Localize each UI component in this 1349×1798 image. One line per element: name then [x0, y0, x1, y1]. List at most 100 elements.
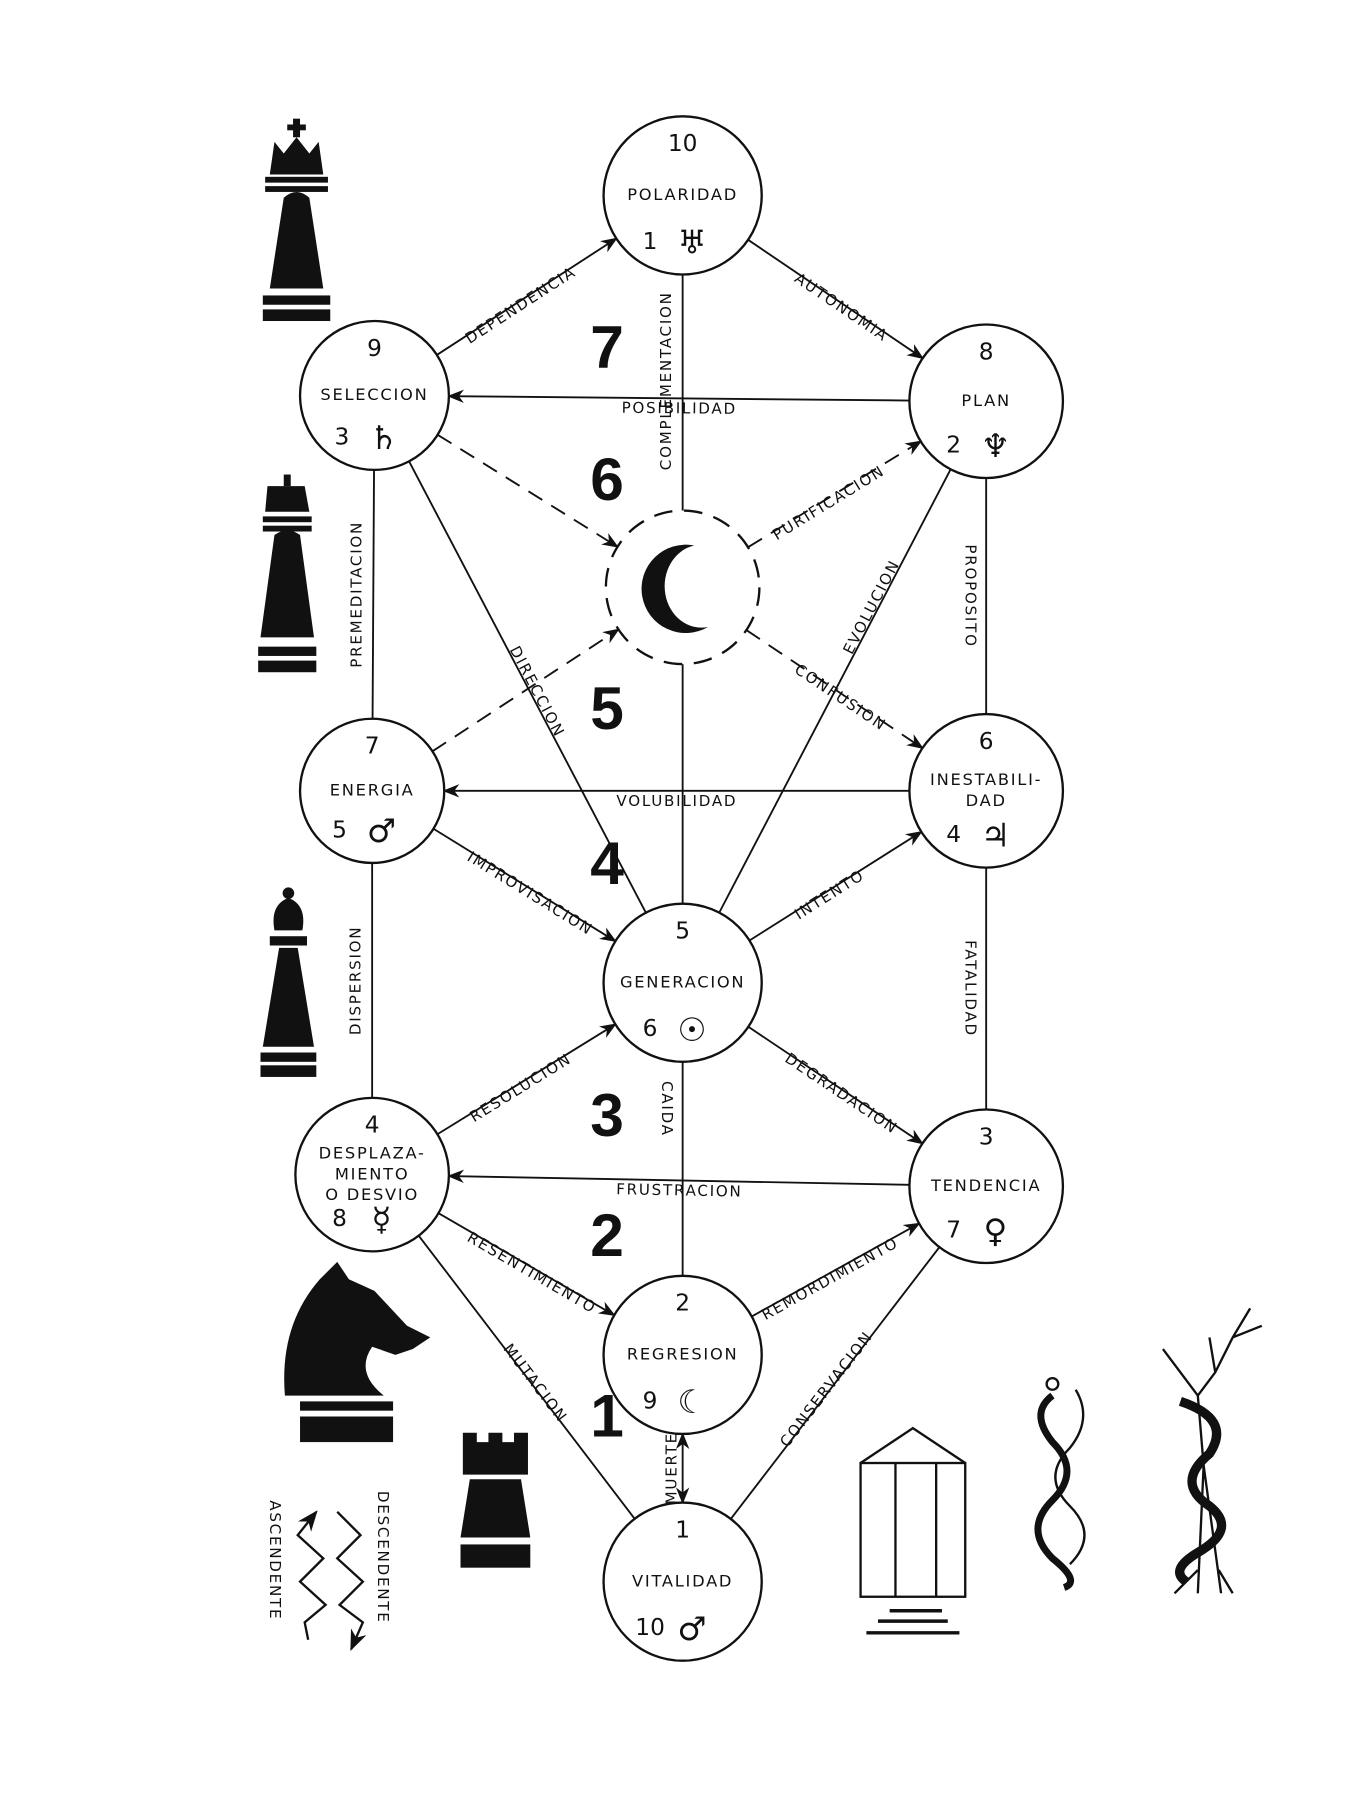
node-circle [602, 1501, 763, 1662]
edge-label-degradacion: DEGRADACION [782, 1049, 902, 1137]
node-top-number: 6 [979, 728, 994, 755]
node-circle [602, 115, 763, 276]
node-circle [908, 712, 1065, 869]
sun-symbol-icon: ☉ [677, 1011, 706, 1049]
level-number: 3 [590, 1081, 624, 1149]
central-moon-node [604, 509, 761, 666]
level-number: 2 [590, 1201, 624, 1269]
edge-7-M [431, 628, 620, 753]
knight-piece-icon [284, 1261, 431, 1443]
saturn-symbol-icon: ♄ [369, 419, 398, 457]
edge-5-6 [748, 830, 923, 942]
node-name: MIENTO [335, 1164, 409, 1183]
edge-5-3 [747, 1025, 924, 1145]
node-name: VITALIDAD [632, 1571, 733, 1590]
edge-label-muerte: MUERTE [663, 1432, 681, 1504]
edge-label-fatalidad: FATALIDAD [961, 940, 979, 1037]
node-top-number: 7 [365, 733, 380, 760]
node-circle [602, 1274, 763, 1436]
node-name: REGRESION [627, 1345, 739, 1364]
level-number: 7 [590, 313, 624, 381]
edge-label-proposito: PROPOSITO [961, 544, 979, 647]
queen-piece-icon [262, 118, 331, 322]
mars-symbol-icon: ♂ [367, 812, 396, 850]
moon-symbol-icon: ☾ [677, 1383, 706, 1421]
level-number: 1 [590, 1381, 624, 1449]
edge-label-evolucion: EVOLUCION [839, 557, 903, 658]
king-piece-icon [258, 474, 317, 673]
edge-label-intento: INTENTO [791, 866, 868, 924]
ascending-descending-legend: ASCENDENTE DESCENDENTE [266, 1491, 392, 1652]
edge-label-remordimiento: REMORDIMIENTO [759, 1234, 902, 1324]
rook-piece-icon [460, 1432, 531, 1568]
node-name: POLARIDAD [627, 185, 738, 204]
edge-label-autonomia: AUTONOMIA [791, 269, 892, 345]
level-numbers: 1 2 3 4 5 6 7 [590, 313, 624, 1450]
edge-8-5 [718, 468, 952, 914]
edge-label-conservacion: CONSERVACION [776, 1328, 876, 1451]
node-bottom-number: 10 [635, 1614, 665, 1641]
ascending-label: ASCENDENTE [266, 1500, 284, 1620]
level-number: 6 [590, 445, 624, 513]
node-top-number: 3 [979, 1123, 994, 1150]
neptune-symbol-icon: ♆ [981, 427, 1010, 465]
node-bottom-number: 6 [643, 1015, 658, 1042]
edge-10-8 [747, 239, 925, 360]
node-top-number: 8 [979, 338, 994, 365]
node-name: SELECCION [320, 385, 428, 404]
temple-icon [859, 1426, 967, 1635]
node-circle [298, 319, 451, 472]
uranus-symbol-icon: ♅ [677, 224, 706, 262]
level-number: 5 [590, 674, 624, 742]
edge-label-posibilidad: POSIBILIDAD [622, 399, 737, 418]
edge-label-premeditacion: PREMEDITACION [348, 521, 366, 668]
node-name: PLAN [961, 391, 1011, 410]
node-name: O DESVIO [325, 1185, 419, 1204]
descending-zigzag-arrow-icon [335, 1511, 367, 1652]
node-top-number: 10 [668, 130, 698, 157]
level-number: 4 [590, 829, 624, 897]
node-name: TENDENCIA [930, 1176, 1041, 1195]
edge-M-6 [745, 629, 924, 750]
jupiter-symbol-icon: ♃ [981, 817, 1010, 855]
edge-M-8 [747, 440, 923, 549]
edge-3-4 [447, 1169, 910, 1186]
node-circle [602, 902, 763, 1063]
edge-9-5 [408, 460, 647, 914]
bishop-piece-icon [260, 887, 317, 1077]
node-circle [294, 1096, 451, 1253]
edge-label-confusion: CONFUSION [791, 660, 889, 734]
nodes: 10POLARIDAD1♅9SELECCION3♄8PLAN2♆7ENERGIA… [294, 115, 1065, 1662]
crescent-moon-icon [641, 544, 709, 634]
edge-label-frustracion: FRUSTRACION [616, 1180, 743, 1200]
node-bottom-number: 3 [335, 423, 350, 450]
edge-2-3 [751, 1222, 921, 1318]
edge-label-complementacion: COMPLEMENTACION [657, 291, 675, 470]
node-circle [908, 323, 1065, 480]
edge-label-volubilidad: VOLUBILIDAD [616, 792, 737, 810]
node-top-number: 4 [365, 1112, 380, 1139]
node-name: DAD [966, 791, 1007, 810]
edge-label-resolucion: RESOLUCION [467, 1050, 575, 1126]
edge-label-improvisacion: IMPROVISACION [464, 848, 596, 939]
node-bottom-number: 9 [643, 1387, 658, 1414]
edge-9-7 [371, 469, 375, 719]
node-bottom-number: 2 [946, 431, 961, 458]
descending-label: DESCENDENTE [374, 1491, 392, 1624]
venus-symbol-icon: ♀ [984, 1212, 1008, 1250]
node-bottom-number: 8 [332, 1205, 347, 1232]
edge-4-5 [436, 1023, 617, 1136]
node-top-number: 9 [367, 335, 382, 362]
node-circle [908, 1108, 1065, 1265]
node-bottom-number: 4 [946, 821, 961, 848]
node-bottom-number: 1 [643, 228, 658, 255]
edge-label-dependencia: DEPENDENCIA [462, 263, 579, 348]
